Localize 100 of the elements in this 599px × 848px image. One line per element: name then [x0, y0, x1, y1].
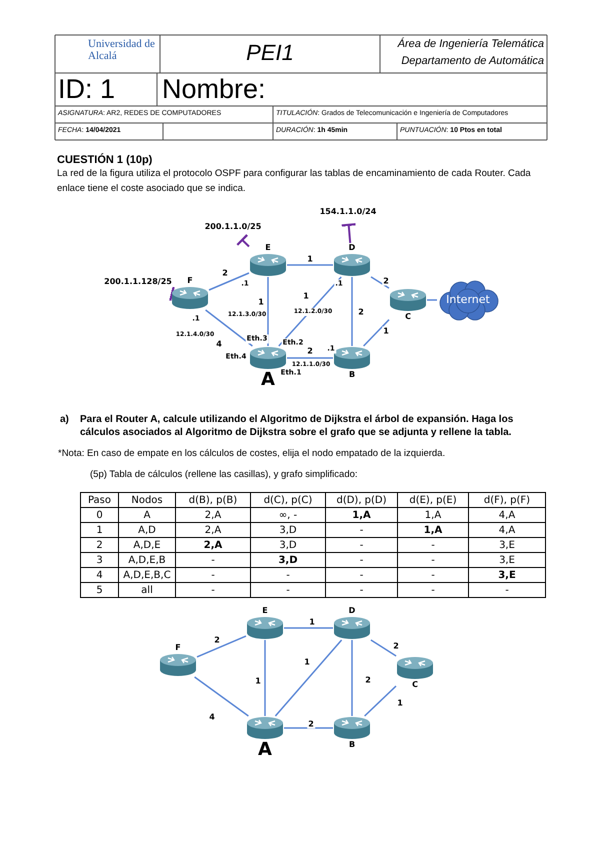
- link-line: [274, 640, 342, 716]
- network-stub: [340, 223, 357, 244]
- link-cost: 1: [254, 676, 262, 686]
- table-cell: 2: [80, 538, 118, 552]
- table-cell: -: [326, 538, 398, 552]
- table-cell: -: [176, 552, 250, 568]
- table-cell: 5: [80, 582, 118, 598]
- link-cost: 2: [382, 276, 390, 286]
- link-cost: 2: [364, 676, 372, 684]
- link-cost: 1: [308, 618, 316, 626]
- question-heading: CUESTIÓN 1 (10p): [57, 153, 154, 167]
- table-cell: -: [250, 568, 326, 582]
- area-name: Área de Ingeniería Telemática: [396, 37, 544, 51]
- link-line: [364, 686, 397, 717]
- table-cell: 3,E: [468, 568, 546, 582]
- column-header: Paso: [80, 492, 118, 508]
- table-cell: 4,A: [468, 508, 546, 522]
- router-label: A: [258, 740, 272, 760]
- table-cell: 0: [80, 508, 118, 522]
- link-cost: 2: [213, 636, 221, 644]
- router-label: F: [187, 276, 193, 286]
- table-cell: A,D: [118, 522, 176, 538]
- table-cell: -: [398, 582, 468, 598]
- column-header: d(F), p(F): [468, 492, 546, 508]
- router-label: C: [412, 680, 418, 690]
- link-line: [194, 676, 249, 717]
- link-cost: 2: [392, 642, 400, 650]
- note-text: *Nota: En caso de empate en los cálculos de costes, elija el nodo empatado de la izquierda.: [58, 448, 446, 460]
- router-label: F: [175, 643, 181, 653]
- router-label: D: [348, 243, 356, 253]
- table-cell: -: [326, 582, 398, 598]
- table-cell: -: [176, 568, 250, 582]
- link-cost: 2: [221, 268, 229, 278]
- column-header: d(B), p(B): [176, 492, 250, 508]
- link-line: [287, 357, 333, 359]
- cloud-label: Internet: [445, 293, 491, 306]
- table-cell: 3,E: [468, 538, 546, 552]
- router-label: C: [405, 312, 411, 322]
- table-cell: -: [398, 552, 468, 568]
- table-cell: -: [326, 522, 398, 538]
- exam-title: PEI1: [245, 40, 295, 66]
- network-address: 200.1.1.0/25: [204, 222, 262, 240]
- link-cost: 2: [306, 346, 314, 356]
- table-cell: 1,A: [398, 508, 468, 522]
- item-letter: a): [60, 413, 70, 426]
- router-label: B: [348, 740, 356, 750]
- link-cost: 1: [396, 698, 404, 708]
- table-cell: 3,D: [250, 538, 326, 552]
- link-line: [370, 276, 390, 289]
- link-cost: 1: [382, 326, 390, 336]
- table-cell: 4,A: [468, 522, 546, 538]
- network-stub: [236, 234, 250, 248]
- department-name: Departamento de Automática: [400, 54, 544, 68]
- column-header: d(C), p(C): [250, 492, 326, 508]
- table-cell: 3: [80, 552, 118, 568]
- link-cost: 4: [208, 712, 216, 722]
- link-cost: 2: [307, 720, 315, 728]
- link-line: [267, 277, 269, 346]
- table-cell: -: [250, 582, 326, 598]
- table-cell: 2,A: [176, 522, 250, 538]
- link-line: [205, 309, 253, 347]
- link-line: [370, 639, 396, 657]
- link-line: [287, 264, 333, 266]
- link-line: [196, 635, 246, 658]
- link-cost: 1: [303, 658, 311, 666]
- table-cell: 3,E: [468, 552, 546, 568]
- table-cell: 1: [80, 522, 118, 538]
- table-cell: -: [176, 582, 250, 598]
- link-line: [278, 276, 342, 346]
- name-label: Nombre:: [162, 74, 267, 105]
- table-cell: A: [118, 508, 176, 522]
- link-line: [363, 319, 390, 347]
- network-stub: [168, 286, 175, 302]
- link-line: [208, 272, 250, 291]
- link-line: [351, 640, 353, 716]
- router-label: D: [348, 606, 356, 616]
- table-cell: ∞, -: [250, 508, 326, 522]
- router-label: E: [265, 243, 271, 253]
- table-cell: -: [398, 568, 468, 582]
- link-cost: 1: [306, 254, 314, 264]
- link-cost: 1: [257, 298, 265, 306]
- table-cell: -: [326, 568, 398, 582]
- table-cell: 3,D: [250, 552, 326, 568]
- link-line: [351, 277, 353, 346]
- router-label: B: [348, 370, 356, 380]
- question-text: La red de la figura utiliza el protocolo OSPF para configurar las tablas de encaminamiento de cada Router. Cada enlace tiene el coste asociado que se indica.: [57, 167, 532, 196]
- table-cell: 4: [80, 568, 118, 582]
- task-text: Para el Router A, calcule utilizando el Algoritmo de Dijkstra el árbol de expansión. Haga los cálculos asociados al Algoritmo de Dijkstra sobre el grafo que se adjunta y rellene la tabla.: [80, 413, 514, 439]
- column-header: d(D), p(D): [326, 492, 398, 508]
- table-cell: 1,A: [398, 522, 468, 538]
- table-cell: -: [326, 552, 398, 568]
- link-line: [427, 299, 437, 301]
- network-address: 200.1.1.128/25: [104, 277, 172, 295]
- table-cell: 3,D: [250, 522, 326, 538]
- network-address: 154.1.1.0/24: [320, 207, 376, 225]
- table-cell: -: [468, 582, 546, 598]
- table-cell: 1,A: [326, 508, 398, 522]
- id-text: ID: 1: [58, 74, 116, 105]
- university-name: Universidad de Alcalá: [88, 38, 156, 62]
- table-caption: (5p) Tabla de cálculos (rellene las casillas), y grafo simplificado:: [90, 469, 359, 481]
